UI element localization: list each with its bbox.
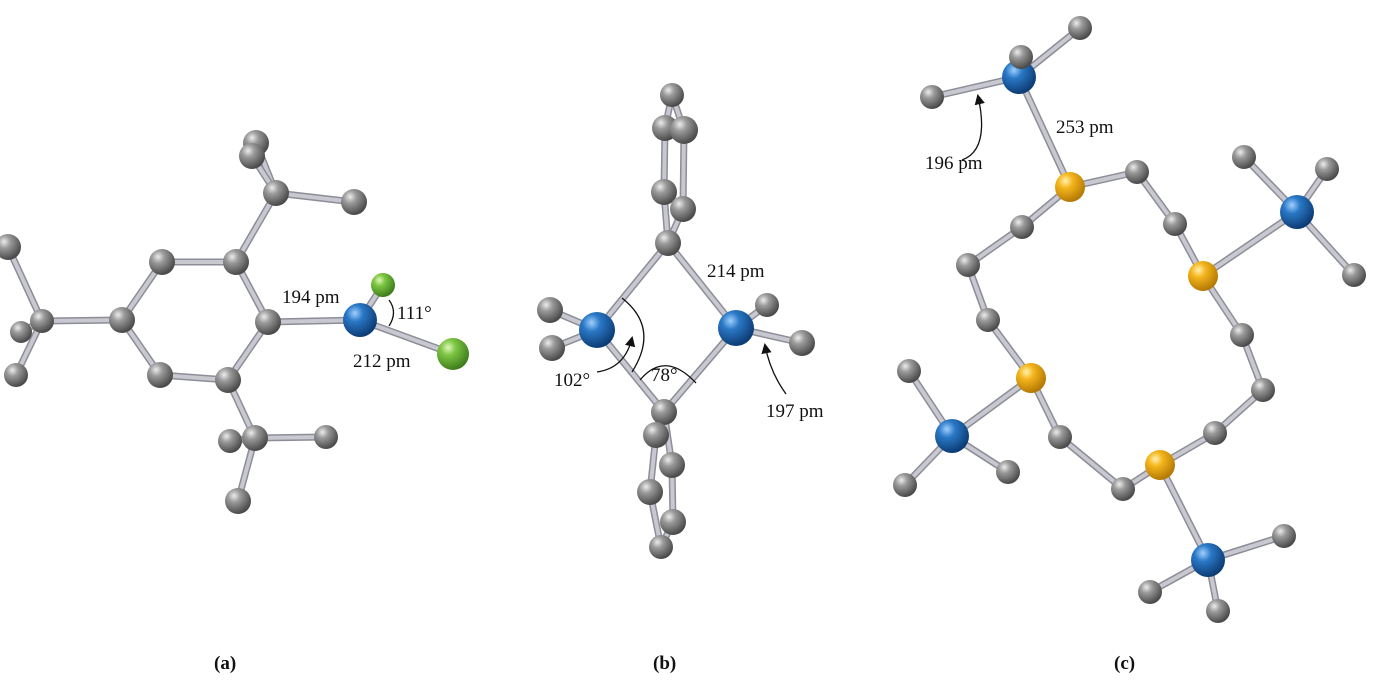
bond [274, 191, 356, 204]
carbon-atom [539, 335, 565, 361]
label-b-197pm: 197 pm [766, 401, 824, 422]
angle-arc-b-78 [639, 365, 697, 384]
metal-atom [343, 303, 377, 337]
label-a-212pm: 212 pm [353, 351, 411, 372]
carbon-atom [893, 473, 917, 497]
carbon-atom [655, 230, 681, 256]
carbon-atom [1068, 16, 1092, 40]
bond [595, 241, 670, 332]
bond [40, 318, 124, 323]
carbon-atom [1206, 599, 1230, 623]
bond [234, 191, 278, 264]
carbon-atom [660, 509, 686, 535]
carbon-atom [1342, 263, 1366, 287]
carbon-atom [670, 196, 696, 222]
carbon-atom [30, 309, 54, 333]
caption-a: (a) [214, 653, 236, 674]
carbon-atom [149, 249, 175, 275]
carbon-atom [1272, 524, 1296, 548]
carbon-atom [1125, 160, 1149, 184]
carbon-atom [215, 367, 241, 393]
carbon-atom [789, 330, 815, 356]
bond [1201, 210, 1299, 278]
metal-atom [1191, 543, 1225, 577]
label-c-196pm: 196 pm [925, 153, 983, 174]
carbon-atom [239, 143, 265, 169]
label-b-78deg: 78° [651, 365, 678, 386]
carbon-atom [1138, 580, 1162, 604]
carbon-atom [670, 116, 698, 144]
sulfur-atom [1016, 363, 1046, 393]
arrow-b-197 [761, 342, 787, 395]
carbon-atom [897, 359, 921, 383]
label-c-253pm: 253 pm [1056, 117, 1114, 138]
halogen-atom [437, 338, 469, 370]
carbon-atom [1315, 157, 1339, 181]
atoms-layer [0, 16, 1366, 623]
carbon-atom [651, 399, 677, 425]
carbon-atom [1111, 477, 1135, 501]
carbon-atom [1009, 45, 1033, 69]
carbon-atom [1251, 378, 1275, 402]
arrow-b-102 [596, 335, 636, 373]
bond [1158, 463, 1210, 562]
carbon-atom [976, 308, 1000, 332]
sulfur-atom [1055, 172, 1085, 202]
sulfur-atom [1145, 450, 1175, 480]
carbon-atom [1203, 421, 1227, 445]
carbon-atom [109, 307, 135, 333]
caption-c: (c) [1114, 653, 1135, 674]
label-a-111deg: 111° [397, 303, 432, 324]
carbon-atom [1048, 425, 1072, 449]
carbon-atom [637, 479, 663, 505]
bond [666, 241, 738, 330]
metal-atom [718, 310, 754, 346]
carbon-atom [0, 234, 21, 260]
annotations [388, 93, 985, 395]
bond [1058, 435, 1125, 491]
label-a-194pm: 194 pm [282, 287, 340, 308]
carbon-atom [1232, 145, 1256, 169]
bond [1017, 75, 1072, 189]
carbon-atom [1230, 323, 1254, 347]
carbon-atom [651, 179, 677, 205]
carbon-atom [920, 85, 944, 109]
carbon-atom [996, 460, 1020, 484]
carbon-atom [10, 321, 32, 343]
halogen-atom [371, 273, 395, 297]
carbon-atom [755, 293, 779, 317]
label-b-214pm: 214 pm [707, 261, 765, 282]
carbon-atom [537, 297, 563, 323]
carbon-atom [643, 422, 669, 448]
metal-atom [1280, 195, 1314, 229]
label-b-102deg: 102° [554, 370, 590, 391]
carbon-atom [255, 309, 281, 335]
carbon-atom [223, 249, 249, 275]
carbon-atom [225, 488, 251, 514]
carbon-atom [956, 253, 980, 277]
carbon-atom [242, 425, 268, 451]
metal-atom [579, 312, 615, 348]
bond [6, 245, 44, 323]
bond [662, 326, 738, 414]
sulfur-atom [1188, 261, 1218, 291]
metal-atom [935, 419, 969, 453]
carbon-atom [4, 363, 28, 387]
carbon-atom [659, 452, 685, 478]
metal-atom [1002, 60, 1036, 94]
carbon-atom [147, 362, 173, 388]
carbon-atom [1010, 215, 1034, 239]
carbon-atom [341, 189, 367, 215]
carbon-atom [649, 535, 673, 559]
caption-b: (b) [653, 653, 676, 674]
carbon-atom [218, 429, 242, 453]
carbon-atom [660, 83, 684, 107]
carbon-atom [314, 425, 338, 449]
carbon-atom [1163, 212, 1187, 236]
carbon-atom [263, 180, 289, 206]
arrow-c-196 [961, 93, 985, 161]
angle-arc-b-102 [621, 297, 645, 373]
angle-arc-a [388, 299, 395, 327]
